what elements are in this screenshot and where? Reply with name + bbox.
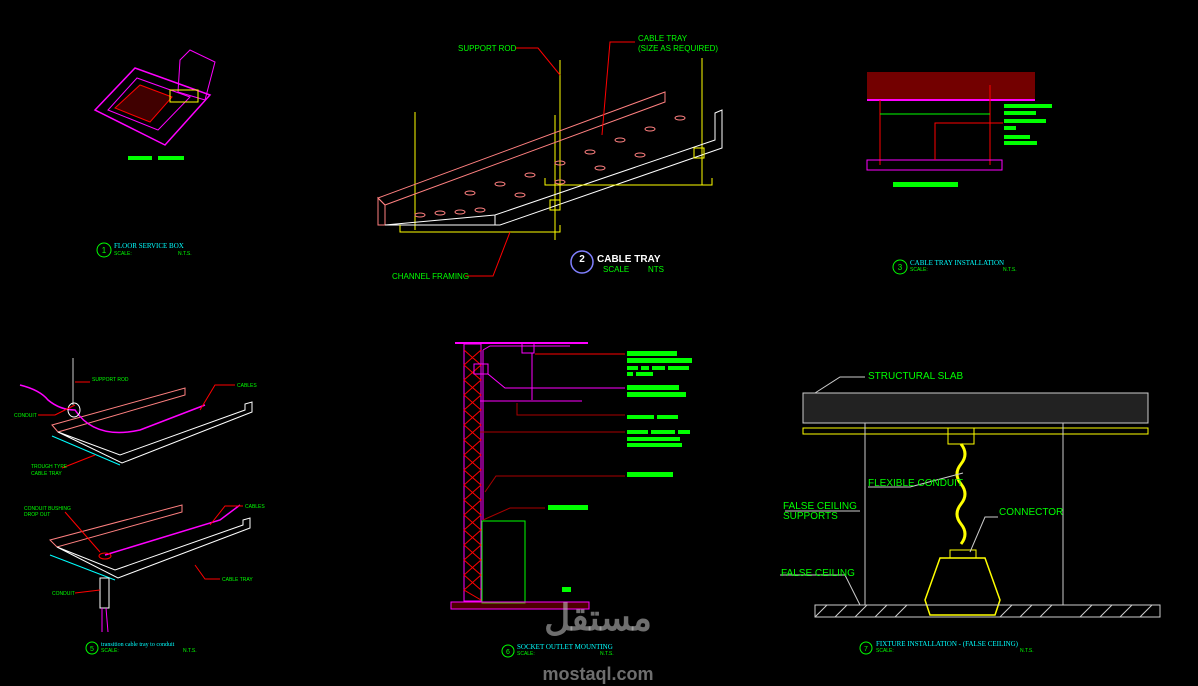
label-drop-out: DROP OUT [24, 512, 50, 518]
label-false-ceiling-supports-2: SUPPORTS [783, 511, 838, 522]
detail-6-nts: N.T.S. [600, 651, 614, 657]
fixture-labels: STRUCTURAL SLAB FLEXIBLE CONDUIT FALSE C… [781, 371, 1063, 579]
cable-tray-installation-drawing [866, 72, 1052, 187]
detail-6-title: 6 SOCKET OUTLET MOUNTING SCALE: N.T.S. [501, 643, 614, 658]
detail-6-heading: SOCKET OUTLET MOUNTING [517, 643, 613, 651]
detail-2-number: 2 [579, 254, 585, 265]
detail-7-scale: SCALE: [876, 648, 894, 654]
detail-1-heading: FLOOR SERVICE BOX [114, 242, 184, 250]
detail-2-heading: CABLE TRAY [597, 254, 661, 265]
detail-3-scale: SCALE: [910, 267, 928, 273]
detail-7-title: 7 FIXTURE INSTALLATION - (FALSE CEILING)… [859, 640, 1034, 655]
label-flexible-conduit: FLEXIBLE CONDUIT [868, 478, 963, 489]
label-conduit-top: CONDUIT [14, 413, 37, 419]
detail-5-number: 5 [90, 646, 94, 653]
tray-slots [414, 115, 686, 218]
detail-2-scale: SCALE [603, 265, 629, 274]
detail-1-number: 1 [102, 246, 107, 255]
detail-3-heading: CABLE TRAY INSTALLATION [910, 259, 1004, 267]
detail-1-scale: SCALE: [114, 251, 132, 257]
fixture-installation-drawing [780, 376, 1161, 618]
detail-5-title: 5 transition cable tray to conduit SCALE… [85, 641, 197, 655]
watermark-latin: mostaql.com [542, 664, 653, 684]
detail-3-nts: N.T.S. [1003, 267, 1017, 273]
watermark-arabic: مستقل [544, 597, 652, 638]
label-support-rod-5: SUPPORT ROD [92, 377, 129, 383]
label-trough-cable-tray: CABLE TRAY [31, 471, 62, 477]
label-cable-tray-bottom: CABLE TRAY [222, 577, 253, 583]
detail-7-number: 7 [864, 646, 868, 653]
detail-5-nts: N.T.S. [183, 648, 197, 654]
detail-7-nts: N.T.S. [1020, 648, 1034, 654]
transition-tray-drawing [19, 358, 253, 633]
label-size-as-required: (SIZE AS REQUIRED) [638, 44, 718, 53]
label-cables-bottom: CABLES [245, 504, 265, 510]
detail-1-title: 1 FLOOR SERVICE BOX SCALE: N.T.S. [96, 242, 192, 258]
label-cables-top: CABLES [237, 383, 257, 389]
detail-6-number: 6 [506, 649, 510, 656]
detail-3-title: 3 CABLE TRAY INSTALLATION SCALE: N.T.S. [892, 259, 1017, 275]
label-channel-framing: CHANNEL FRAMING [392, 272, 469, 281]
label-connector: CONNECTOR [999, 507, 1063, 518]
label-false-ceiling: FALSE CEILING [781, 568, 855, 579]
detail-2-nts: NTS [648, 265, 664, 274]
floor-service-box-drawing [93, 49, 216, 160]
label-false-ceiling-supports-1: FALSE CEILING [783, 501, 857, 512]
label-cable-tray: CABLE TRAY [638, 34, 688, 43]
watermark-logo: مستقل mostaql.com [542, 597, 653, 684]
label-support-rod: SUPPORT ROD [458, 44, 517, 53]
transition-labels: SUPPORT ROD CABLES CONDUIT TROUGH TYPE C… [14, 377, 265, 597]
cable-tray-drawing [377, 41, 723, 277]
detail-2-title: 2 CABLE TRAY SCALE NTS [570, 250, 664, 274]
label-structural-slab: STRUCTURAL SLAB [868, 371, 964, 382]
detail-6-scale: SCALE: [517, 651, 535, 657]
label-conduit-bottom: CONDUIT [52, 591, 75, 597]
label-conduit-bushing: CONDUIT BUSHING [24, 506, 71, 512]
detail-5-heading: transition cable tray to conduit [101, 642, 175, 648]
socket-outlet-drawing [450, 342, 692, 610]
cable-tray-labels: SUPPORT ROD CABLE TRAY (SIZE AS REQUIRED… [392, 34, 718, 281]
label-trough-type: TROUGH TYPE [31, 464, 68, 470]
detail-1-nts: N.T.S. [178, 251, 192, 257]
detail-3-number: 3 [898, 263, 903, 272]
detail-7-heading: FIXTURE INSTALLATION - (FALSE CEILING) [876, 640, 1019, 648]
detail-5-scale: SCALE: [101, 648, 119, 654]
